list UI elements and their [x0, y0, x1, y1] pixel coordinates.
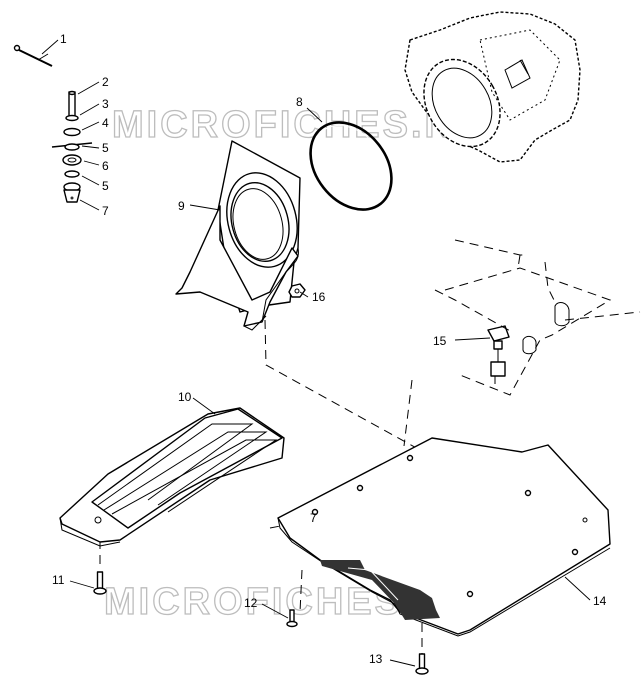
callout-13: 13 [369, 652, 383, 666]
callout-8: 8 [296, 95, 303, 109]
part-rod [13, 44, 53, 67]
callout-7-lower: 7 [310, 511, 317, 525]
part-step-plate [59, 407, 285, 547]
callout-15: 15 [433, 334, 447, 348]
leader-lines [41, 39, 591, 667]
part-floor-pan [277, 437, 611, 637]
callout-12: 12 [244, 596, 258, 610]
callouts: 1 2 3 4 5 6 5 7 8 9 16 15 10 7 11 12 14 … [52, 32, 607, 666]
part-switch [487, 325, 510, 384]
callout-2: 2 [102, 75, 109, 89]
part-bolt-stack [51, 90, 93, 203]
callout-5-lower: 5 [102, 179, 109, 193]
callout-10: 10 [178, 390, 192, 404]
callout-14: 14 [593, 594, 607, 608]
part-screw-11 [93, 571, 107, 595]
callout-5-upper: 5 [102, 141, 109, 155]
part-screw-12 [286, 609, 298, 628]
part-gear-case [404, 11, 581, 163]
callout-7-upper: 7 [102, 204, 109, 218]
callout-1: 1 [60, 32, 67, 46]
callout-16: 16 [312, 290, 326, 304]
part-nut [288, 283, 306, 298]
callout-3: 3 [102, 97, 109, 111]
part-o-ring [309, 121, 393, 211]
part-screw-13 [415, 653, 429, 675]
part-flange-shroud [175, 140, 301, 331]
callout-9: 9 [178, 199, 185, 213]
dashed-frame [434, 239, 641, 396]
callout-6: 6 [102, 159, 109, 173]
callout-11: 11 [52, 573, 65, 587]
callout-4: 4 [102, 116, 109, 130]
